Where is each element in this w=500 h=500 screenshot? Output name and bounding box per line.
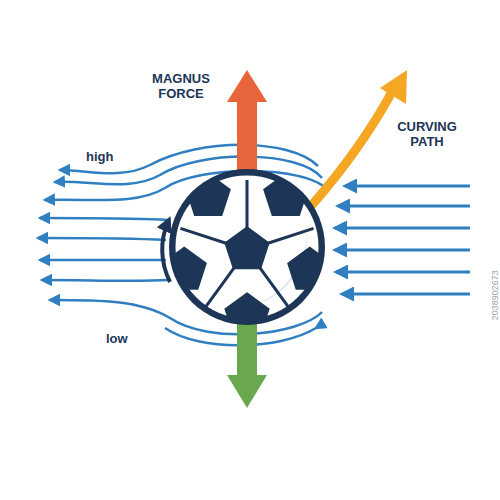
pressure-label: low — [106, 332, 146, 347]
magnus-arrow-shaft — [237, 100, 257, 172]
path-label: CURVING PATH — [385, 120, 469, 150]
curving-path-head — [380, 70, 407, 104]
soccer-ball — [163, 169, 330, 334]
force-label: MAGNUS FORCE — [140, 72, 222, 102]
gravity-arrow-head — [227, 375, 267, 408]
incoming-flow — [335, 186, 470, 294]
spin-arrow — [162, 222, 170, 282]
pressure-label: high — [86, 150, 126, 165]
curving-path — [312, 92, 392, 205]
magnus-arrow-head — [227, 70, 267, 102]
left-streamlines — [38, 218, 168, 281]
watermark-id: 2038902673 — [490, 240, 500, 350]
gravity-arrow-shaft — [237, 322, 257, 377]
